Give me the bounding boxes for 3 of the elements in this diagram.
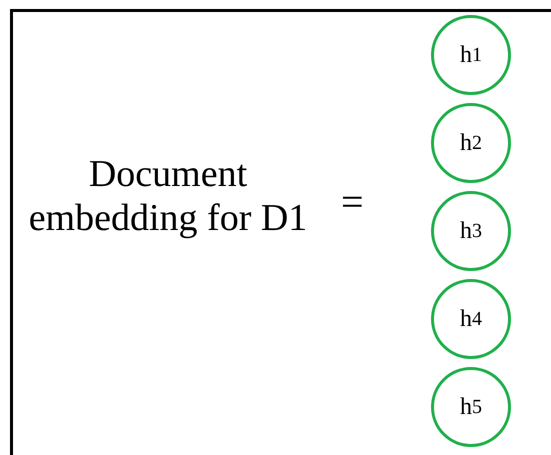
frame-box <box>10 9 551 455</box>
equals-sign: = <box>341 180 364 224</box>
heading-text: Document embedding for D1 <box>28 152 308 240</box>
